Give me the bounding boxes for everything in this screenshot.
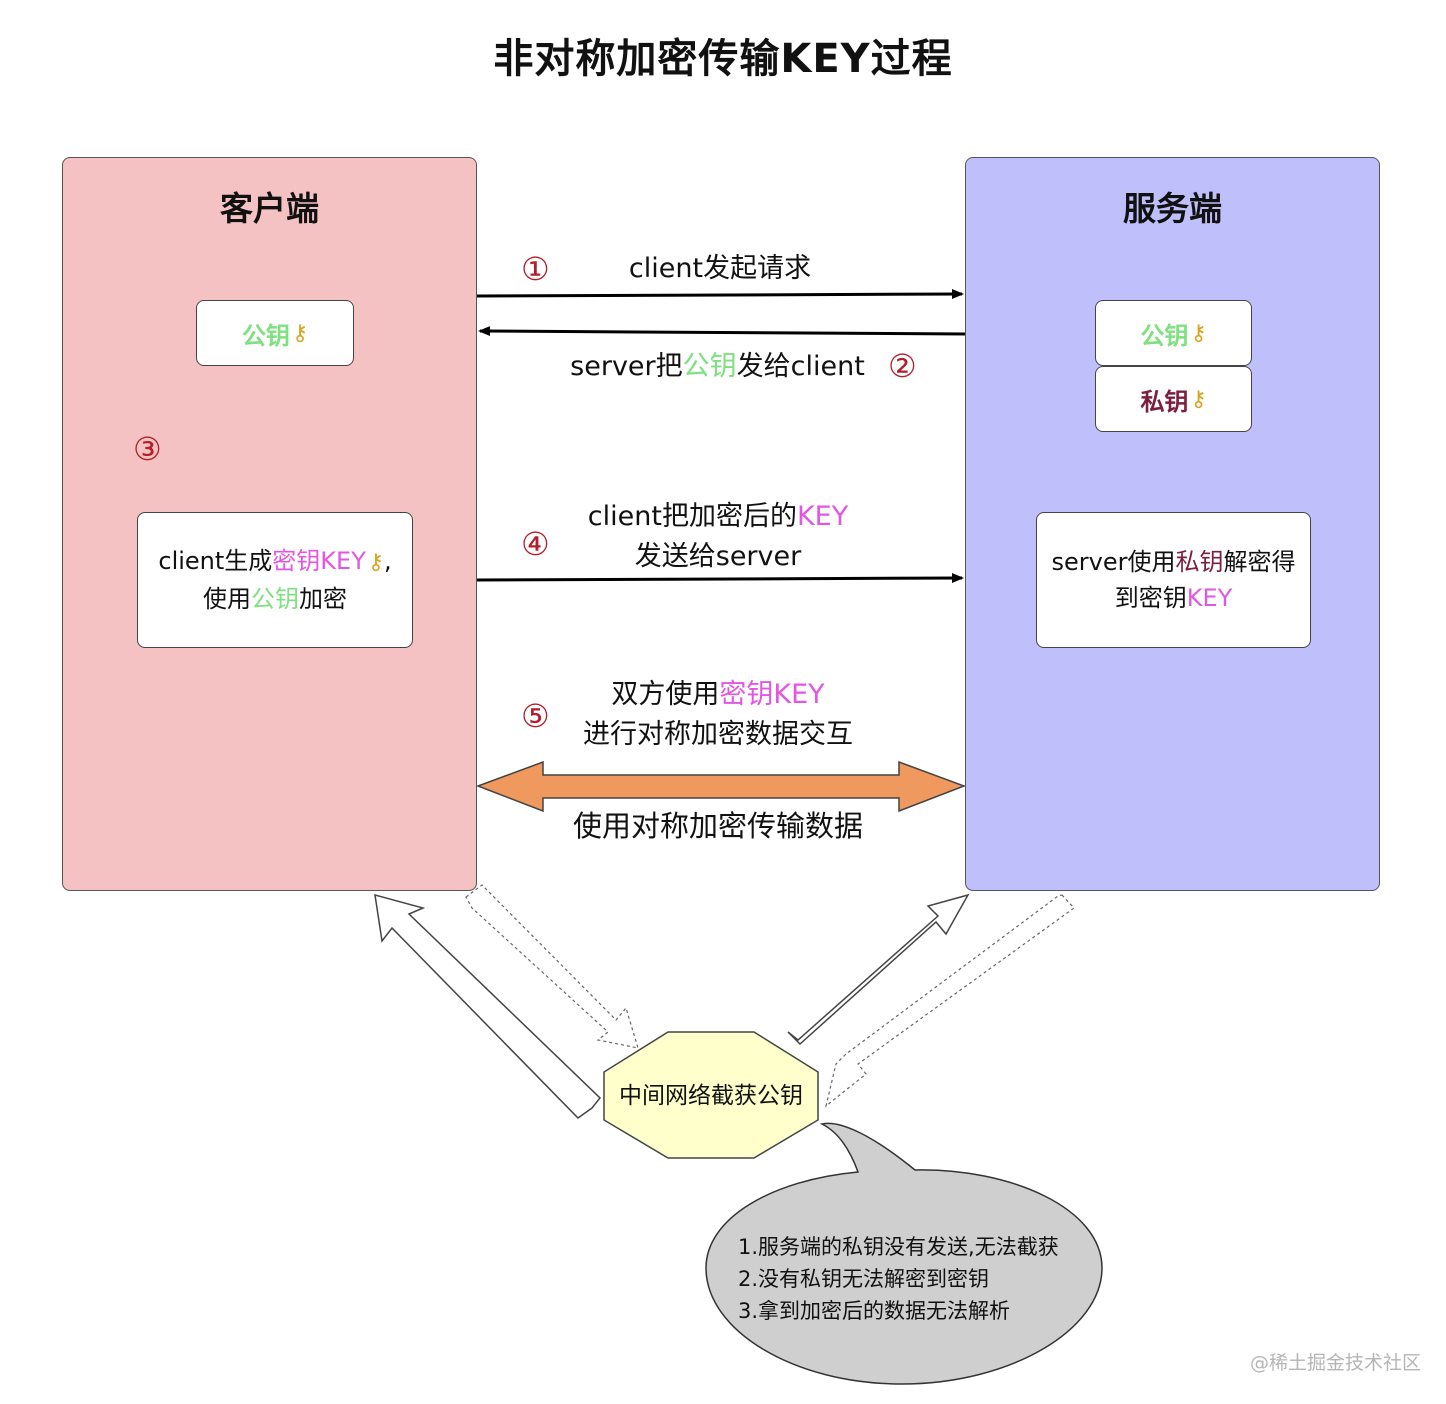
arrow-step1 [475,289,964,300]
arrow-step2 [478,326,967,337]
text-get-secret: 到密钥 [1114,584,1187,612]
intercept-arrow-from-client [465,884,639,1049]
text-client-send: client把加密后的 [587,501,797,532]
diagram-title: 非对称加密传输KEY过程 [493,36,953,82]
key-icon: ⚷ [367,550,384,575]
client-generate-line2: 使用公钥加密 [203,581,347,617]
text-decrypt: 解密得 [1223,548,1296,576]
server-panel-title: 服务端 [1123,189,1222,228]
text-server-send: server把 [570,351,683,382]
step5-label: 双方使用密钥KEY 进行对称加密数据交互 [555,675,881,755]
client-panel-title: 客户端 [220,189,319,228]
double-arrow [475,760,967,813]
text-public-key: 公钥 [251,585,299,613]
client-generate-line1: client生成密钥KEY⚷, [158,543,391,581]
text-key: KEY [1186,584,1233,612]
text-key: KEY [796,501,849,532]
text-private-key: 私钥 [1175,548,1224,576]
step5-marker: ⑤ [521,697,550,735]
step5-line2: 进行对称加密数据交互 [583,719,853,750]
intercept-arrow-from-server [825,894,1075,1108]
callout-bubble [705,1122,1103,1385]
step5-line1: 双方使用密钥KEY [555,675,881,715]
step4-marker: ④ [521,525,550,563]
step1-marker: ① [521,250,550,288]
step1-label: client发起请求 [628,253,812,284]
text-secret-key: 密钥KEY [272,547,366,575]
key-icon: ⚷ [1190,386,1207,412]
text-public-key: 公钥 [682,351,737,382]
server-decrypt-line2: 到密钥KEY [1115,580,1233,616]
callout-line-1: 1.服务端的私钥没有发送,无法截获 [738,1235,1059,1259]
step4-label: client把加密后的KEY 发送给server [555,497,881,577]
key-icon: ⚷ [291,320,309,346]
step4-line1: client把加密后的KEY [555,497,881,537]
step4-line2: 发送给server [634,541,802,572]
server-private-key-box: 私钥⚷ [1095,366,1252,432]
bidirectional-label: 使用对称加密传输数据 [572,809,863,843]
step2-marker: ② [888,347,917,385]
server-decrypt-box: server使用私钥解密得 到密钥KEY [1036,512,1311,648]
text-comma: , [383,547,392,575]
text-encrypt: 加密 [299,585,347,613]
text-to-client: 发给client [736,351,865,382]
server-public-key-label: 公钥 [1140,321,1189,350]
step3-marker: ③ [133,430,162,468]
text-both-use: 双方使用 [611,679,720,710]
text-secret-key: 密钥KEY [719,679,825,710]
intercept-arrow-to-server [787,893,970,1046]
client-public-key-box: 公钥⚷ [196,300,354,366]
interceptor-octagon [603,1031,819,1159]
arrow-step4 [475,573,964,584]
server-decrypt-line1: server使用私钥解密得 [1052,544,1296,580]
intercept-arrow-to-client [374,893,602,1119]
text-server-use: server使用 [1051,548,1176,576]
interceptor-label: 中间网络截获公钥 [619,1083,803,1109]
key-icon: ⚷ [1190,320,1207,346]
server-private-key-label: 私钥 [1140,387,1189,416]
server-public-key-box: 公钥⚷ [1095,300,1252,366]
watermark: @稀土掘金技术社区 [1250,1352,1422,1374]
client-public-key-label: 公钥 [241,321,290,350]
step2-label: server把公钥发给client [540,347,895,387]
text-use: 使用 [203,585,251,613]
callout-line-3: 3.拿到加密后的数据无法解析 [738,1299,1011,1323]
callout-text: 1.服务端的私钥没有发送,无法截获 2.没有私钥无法解密到密钥 3.拿到加密后的… [738,1231,1100,1327]
client-generate-key-box: client生成密钥KEY⚷, 使用公钥加密 [137,512,413,648]
callout-line-2: 2.没有私钥无法解密到密钥 [738,1267,990,1291]
text-client-generate: client生成 [158,547,273,575]
